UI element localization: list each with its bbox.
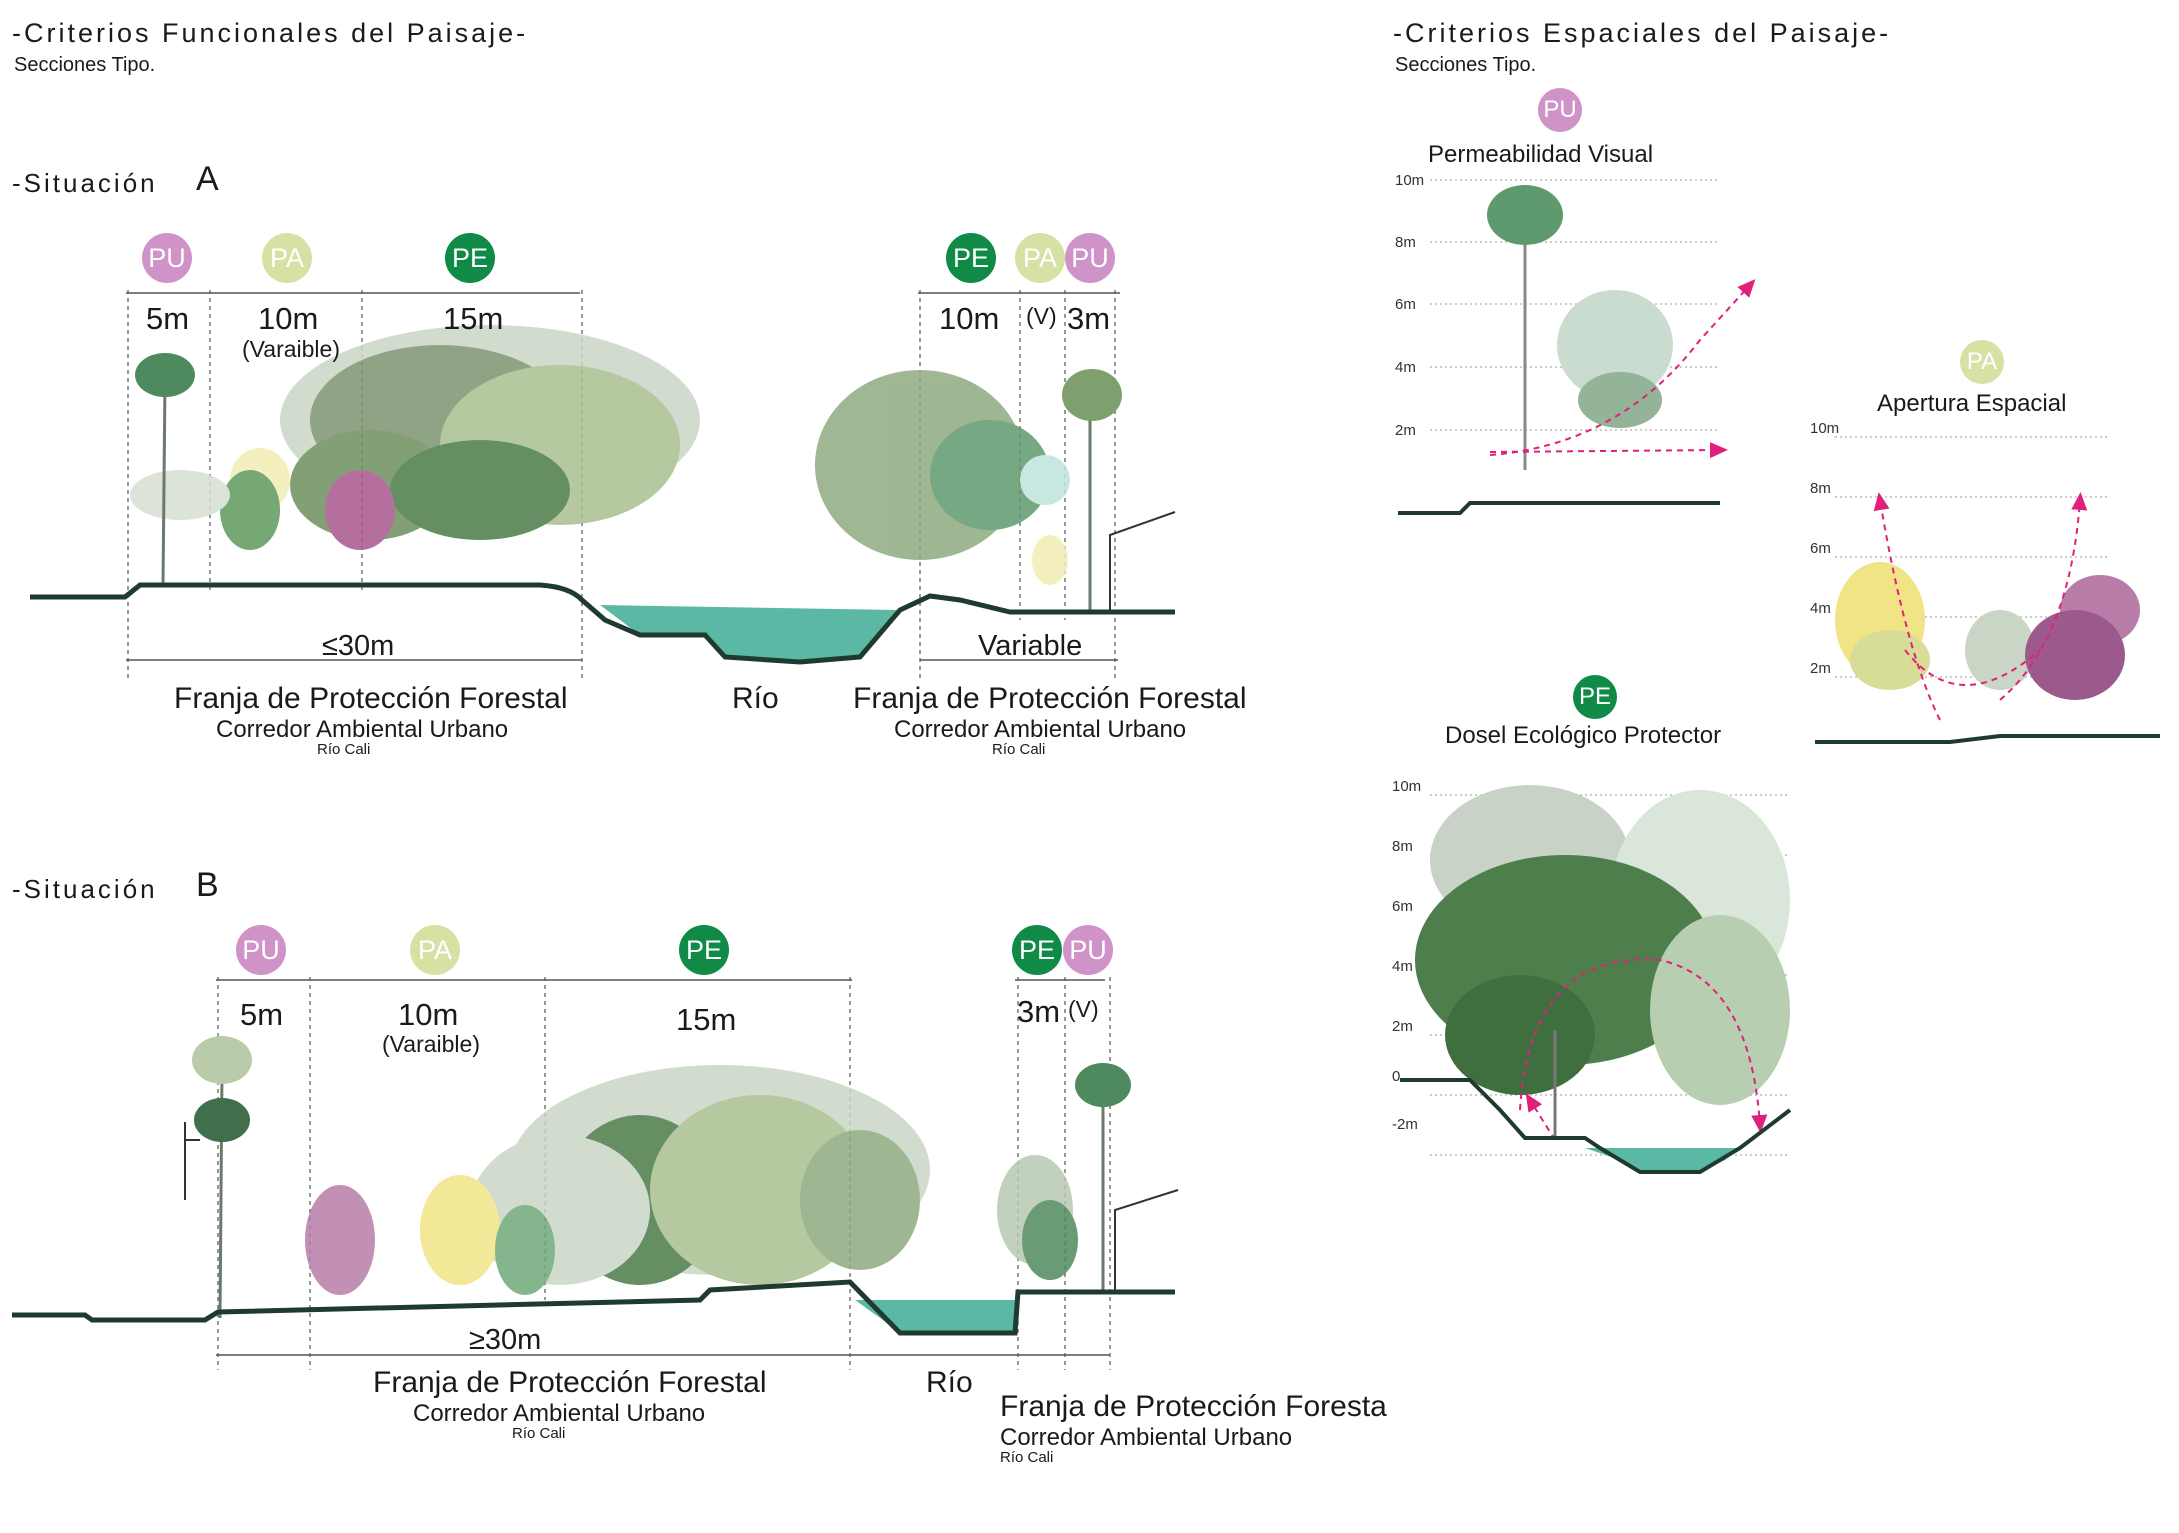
height-tick: 2m bbox=[1395, 422, 1416, 439]
height-tick: 2m bbox=[1810, 660, 1831, 677]
strip-subtitle: Corredor Ambiental Urbano bbox=[216, 716, 509, 743]
apertura-title: Apertura Espacial bbox=[1877, 390, 2067, 417]
total-width: ≥30m bbox=[469, 1324, 542, 1356]
strip-title: Franja de Protección Forestal bbox=[174, 682, 568, 715]
spatial-pe-diagram bbox=[1400, 785, 1792, 1174]
total-width: Variable bbox=[978, 630, 1083, 662]
badge-pu: PU bbox=[236, 925, 286, 975]
height-tick: 4m bbox=[1392, 958, 1413, 975]
height-tick: 10m bbox=[1392, 778, 1422, 795]
height-tick: 8m bbox=[1810, 480, 1831, 497]
right-header-subtitle: Secciones Tipo. bbox=[1395, 54, 1537, 76]
width-label: 5m bbox=[240, 997, 284, 1032]
situation-b-label: -Situación bbox=[12, 874, 158, 904]
width-label: 10m bbox=[398, 997, 459, 1032]
badge-pa: PA bbox=[1960, 340, 2004, 384]
total-width: ≤30m bbox=[322, 630, 395, 662]
height-tick: 0 bbox=[1392, 1068, 1401, 1085]
width-note: (V) bbox=[1068, 996, 1099, 1022]
section-b bbox=[12, 977, 1179, 1370]
width-label: 15m bbox=[676, 1002, 737, 1037]
width-note: (Varaible) bbox=[242, 336, 340, 362]
left-header-title: -Criterios Funcionales del Paisaje- bbox=[12, 18, 529, 48]
height-tick: 8m bbox=[1395, 234, 1416, 251]
badge-pe: PE bbox=[679, 925, 729, 975]
strip-subtitle: Corredor Ambiental Urbano bbox=[1000, 1424, 1293, 1451]
width-label: 15m bbox=[443, 301, 504, 336]
strip-place: Río Cali bbox=[992, 741, 1046, 758]
width-note: (Varaible) bbox=[382, 1031, 480, 1057]
badge-pu: PU bbox=[1065, 233, 1115, 283]
situation-b-letter: B bbox=[196, 866, 219, 904]
strip-title: Franja de Protección Forestal bbox=[373, 1366, 767, 1399]
badge-pu: PU bbox=[1063, 925, 1113, 975]
badge-pe: PE bbox=[946, 233, 996, 283]
height-tick: 4m bbox=[1810, 600, 1831, 617]
width-label: 10m bbox=[258, 301, 319, 336]
badge-pe: PE bbox=[1573, 675, 1617, 719]
width-label: 10m bbox=[939, 301, 1000, 336]
height-tick: 10m bbox=[1810, 420, 1840, 437]
right-header-title: -Criterios Espaciales del Paisaje- bbox=[1393, 18, 1892, 48]
width-label: 3m bbox=[1067, 301, 1111, 336]
strip-subtitle: Corredor Ambiental Urbano bbox=[894, 716, 1187, 743]
width-label: 5m bbox=[146, 301, 190, 336]
badge-pe: PE bbox=[445, 233, 495, 283]
river-label: Río bbox=[926, 1366, 973, 1399]
height-tick: 8m bbox=[1392, 838, 1413, 855]
strip-place: Río Cali bbox=[1000, 1449, 1054, 1466]
height-tick: 6m bbox=[1395, 296, 1416, 313]
strip-place: Río Cali bbox=[512, 1425, 566, 1442]
badge-pu: PU bbox=[142, 233, 192, 283]
badge-pa: PA bbox=[410, 925, 460, 975]
height-tick: 2m bbox=[1392, 1018, 1413, 1035]
spatial-pu-diagram bbox=[1398, 179, 1756, 515]
strip-subtitle: Corredor Ambiental Urbano bbox=[413, 1400, 706, 1427]
strip-title: Franja de Protección Foresta bbox=[1000, 1390, 1387, 1423]
dosel-title: Dosel Ecológico Protector bbox=[1445, 722, 1722, 749]
situation-a-label: -Situación bbox=[12, 168, 158, 198]
height-tick: 6m bbox=[1392, 898, 1413, 915]
section-a bbox=[30, 290, 1176, 680]
height-tick: -2m bbox=[1392, 1116, 1418, 1133]
strip-title: Franja de Protección Forestal bbox=[853, 682, 1247, 715]
height-tick: 6m bbox=[1810, 540, 1831, 557]
width-note: (V) bbox=[1026, 303, 1057, 329]
width-label: 3m bbox=[1017, 994, 1061, 1029]
badge-pa: PA bbox=[262, 233, 312, 283]
strip-place: Río Cali bbox=[317, 741, 371, 758]
height-tick: 10m bbox=[1395, 172, 1425, 189]
badge-pu: PU bbox=[1538, 88, 1582, 132]
permeabilidad-title: Permeabilidad Visual bbox=[1428, 141, 1654, 168]
height-tick: 4m bbox=[1395, 359, 1416, 376]
river-label: Río bbox=[732, 682, 779, 715]
left-header-subtitle: Secciones Tipo. bbox=[14, 54, 156, 76]
badge-pe: PE bbox=[1012, 925, 1062, 975]
spatial-pa-diagram bbox=[1815, 436, 2160, 744]
situation-a-letter: A bbox=[196, 160, 219, 198]
badge-pa: PA bbox=[1015, 233, 1065, 283]
